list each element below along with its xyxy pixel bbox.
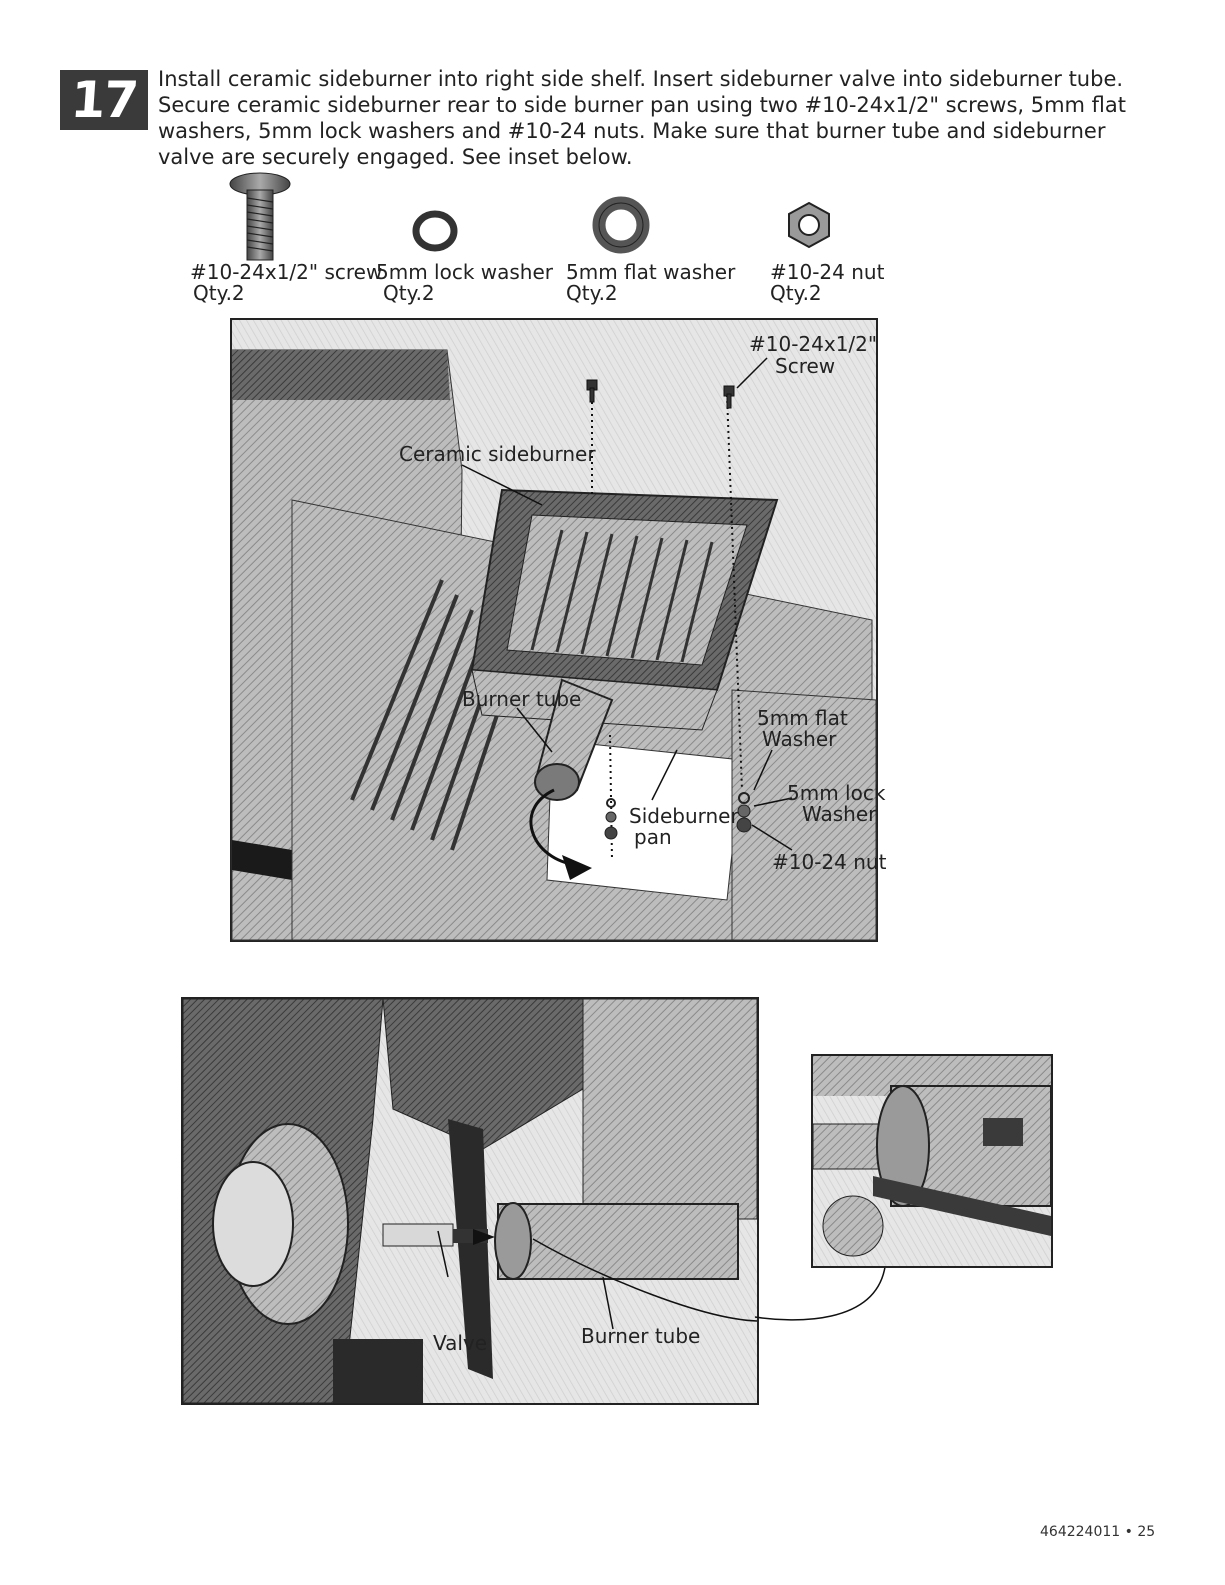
callout-screw-line2: Screw [775, 354, 836, 378]
step-number-badge: 17 [60, 70, 148, 130]
part-name-nut: #10-24 nut [770, 260, 885, 284]
valve-engagement-illustration: Valve Burner tube [181, 997, 759, 1405]
part-qty-flat-washer: Qty.2 [566, 281, 618, 305]
part-qty-screw: Qty.2 [193, 281, 245, 305]
inset-connector-line [754, 1266, 886, 1321]
step-number: 17 [69, 71, 139, 129]
flat-washer-icon [592, 196, 650, 254]
callout-nut: #10-24 nut [772, 850, 887, 874]
part-name-screw: #10-24x1/2" screw [190, 260, 383, 284]
part-name-flat-washer: 5mm flat washer [566, 260, 736, 284]
inset-detail-illustration [811, 1054, 1053, 1268]
callout-pan-line2: pan [634, 825, 672, 849]
callout-burner-tube: Burner tube [462, 687, 582, 711]
callout-valve: Valve [433, 1331, 488, 1355]
assembly-illustration: #10-24x1/2" Screw Ceramic sideburner Bur… [230, 318, 886, 942]
callout-lock-washer-line2: Washer [802, 802, 877, 826]
callout-screw-line1: #10-24x1/2" [749, 332, 878, 356]
part-qty-nut: Qty.2 [770, 281, 822, 305]
nut-icon [784, 200, 834, 250]
callout-burner-tube-valve: Burner tube [581, 1324, 701, 1348]
part-qty-lock-washer: Qty.2 [383, 281, 435, 305]
instruction-text: Install ceramic sideburner into right si… [158, 67, 1127, 169]
part-name-lock-washer: 5mm lock washer [376, 260, 554, 284]
lock-washer-icon [412, 210, 458, 252]
callout-lock-washer-line1: 5mm lock [787, 781, 886, 805]
page-footer: 464224011 • 25 [1040, 1524, 1156, 1540]
screw-icon [225, 170, 295, 262]
callout-flat-washer-line2: Washer [762, 727, 837, 751]
callout-flat-washer-line1: 5mm flat [757, 706, 848, 730]
callout-ceramic-sideburner: Ceramic sideburner [399, 442, 596, 466]
callout-pan-line1: Sideburner [629, 804, 739, 828]
